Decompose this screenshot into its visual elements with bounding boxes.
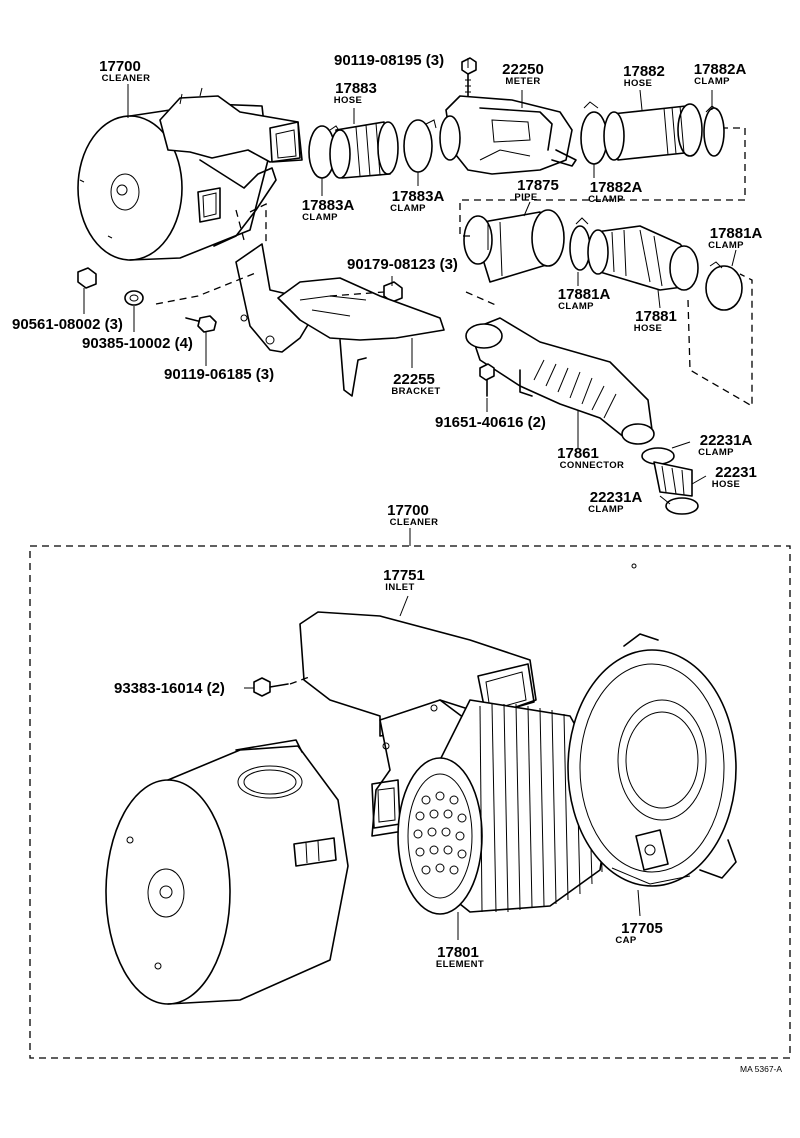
upper-air-cleaner-drawing (77, 87, 303, 261)
clamp-17882A-top-part-number: 17882A (693, 61, 747, 78)
lower-leader-lines (244, 595, 641, 940)
part-10002-drawing (124, 290, 144, 306)
lower-cleaner-part-name: CLEANER (389, 517, 439, 528)
hose-17883-part-number: 17883 (335, 80, 377, 97)
bolt-40616-part-number: 91651-40616 (2) (435, 414, 546, 431)
bolt-40616-drawing (479, 363, 495, 397)
hose-17883-drawing (329, 121, 399, 179)
nut-08123-drawing (383, 281, 403, 303)
clamp-22231A-bottom-part-number: 22231A (589, 489, 643, 506)
connector-part-name: CONNECTOR (559, 460, 625, 471)
clamp-17881A-right-part-name: CLAMP (708, 240, 744, 251)
bolt-06185-part-number: 90119-06185 (3) (164, 366, 275, 383)
lower-case-drawing (105, 739, 349, 1005)
clamp-22231A-top-part-number: 22231A (699, 432, 753, 449)
clamp-17881A-mid-part-name: CLAMP (558, 301, 594, 312)
clamp-22231A-top-part-name: CLAMP (698, 447, 734, 458)
meter-22250-drawing (439, 95, 577, 175)
inlet-part-number: 17751 (383, 567, 425, 584)
hose-17881-part-number: 17881 (635, 308, 677, 325)
clamp-22231A-bottom-drawing (665, 497, 699, 515)
upper-leader-lines (83, 58, 737, 505)
clamp-17883A-left-part-name: CLAMP (302, 212, 338, 223)
meter-part-number: 22250 (502, 61, 544, 78)
hose-22231-part-name: HOSE (711, 479, 741, 490)
clamp-17881A-mid-drawing (569, 217, 591, 271)
cleaner-part-name: CLEANER (101, 73, 151, 84)
clamp-17883A-mid-drawing (403, 119, 437, 173)
clamp-17881A-mid-part-number: 17881A (557, 286, 611, 303)
clamp-17882A-mid-part-number: 17882A (589, 179, 643, 196)
hose-17882-drawing (603, 103, 703, 161)
clamp-17883A-left-part-number: 17883A (301, 197, 355, 214)
element-part-number: 17801 (437, 944, 479, 961)
clamp-17883A-mid-part-number: 17883A (391, 188, 445, 205)
connector-17861-drawing (465, 317, 655, 445)
clamp-17882A-mid-drawing (580, 101, 608, 165)
cap-part-number: 17705 (621, 920, 663, 937)
hose-17881-drawing (587, 225, 699, 291)
clamp-17882A-top-drawing (703, 105, 725, 157)
bracket-part-number: 22255 (393, 371, 435, 388)
clamp-17883A-mid-part-name: CLAMP (390, 203, 426, 214)
hose-22231-drawing (653, 461, 693, 497)
part-08002-part-number: 90561-08002 (3) (12, 316, 123, 333)
hose-17883-part-name: HOSE (333, 95, 363, 106)
clamp-17882A-top-part-name: CLAMP (694, 76, 730, 87)
connector-part-number: 17861 (557, 445, 599, 462)
lower-cleaner-part-number: 17700 (387, 502, 429, 519)
cap-17705-drawing (567, 563, 737, 887)
clamp-22231A-top-drawing (641, 447, 675, 465)
hose-17881-part-name: HOSE (633, 323, 663, 334)
bolt-16014-drawing (253, 675, 313, 697)
bolt-08195-drawing (461, 57, 477, 97)
lower-dashed-border (29, 545, 791, 1059)
hose-17882-part-number: 17882 (623, 63, 665, 80)
part-08002-drawing (77, 267, 97, 289)
bolt-08195-part-number: 90119-08195 (3) (334, 52, 445, 69)
part-10002-part-number: 90385-10002 (4) (82, 335, 193, 352)
clamp-17882A-mid-part-name: CLAMP (588, 194, 624, 205)
clamp-17881A-right-drawing (705, 261, 743, 311)
element-part-name: ELEMENT (435, 959, 485, 970)
pipe-part-name: PIPE (514, 192, 538, 203)
drawing-reference-code: MA 5367-A (740, 1064, 783, 1074)
pipe-part-number: 17875 (517, 177, 559, 194)
bracket-part-name: BRACKET (391, 386, 441, 397)
hose-17882-part-name: HOSE (623, 78, 653, 89)
nut-08123-part-number: 90179-08123 (3) (347, 256, 458, 273)
bolt-06185-drawing (185, 315, 217, 333)
cap-part-name: CAP (615, 935, 637, 946)
inlet-part-name: INLET (385, 582, 415, 593)
meter-part-name: METER (505, 76, 541, 87)
hose-22231-part-number: 22231 (715, 464, 757, 481)
pipe-17875-drawing (463, 209, 565, 283)
upper-assembly-dashed-lines (155, 127, 753, 408)
bracket-22255-drawing (235, 243, 445, 397)
clamp-22231A-bottom-part-name: CLAMP (588, 504, 624, 515)
cleaner-part-number: 17700 (99, 58, 141, 75)
clamp-17881A-right-part-number: 17881A (709, 225, 763, 242)
bolt-16014-part-number: 93383-16014 (2) (114, 680, 225, 697)
